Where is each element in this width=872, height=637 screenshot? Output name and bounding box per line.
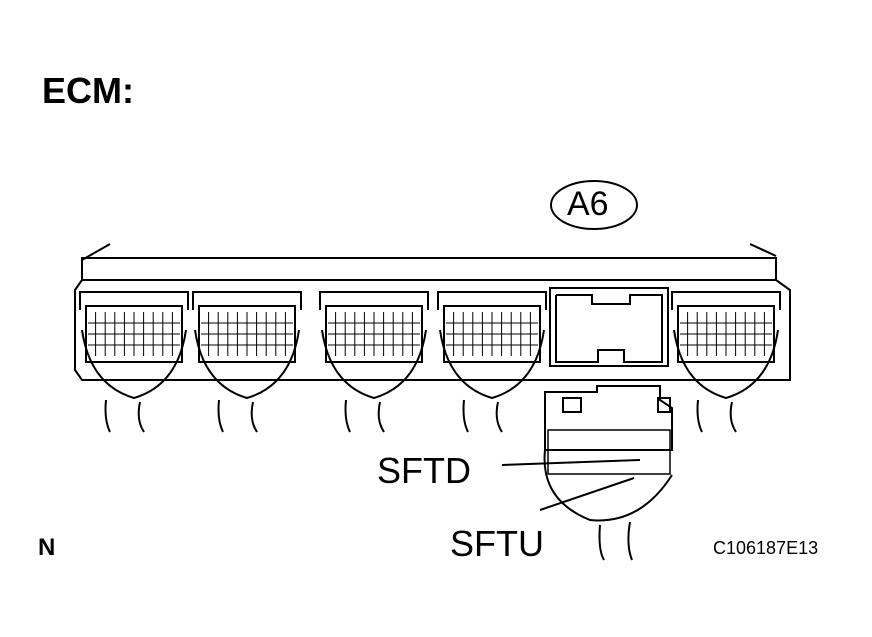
connector-5: [671, 291, 781, 433]
orientation-mark: N: [38, 534, 56, 561]
sftd-leader-line: [501, 459, 641, 466]
sftu-leader-line: [539, 477, 635, 511]
figure-code: C106187E13: [713, 538, 819, 558]
pin-label-sftd: SFTD: [377, 450, 471, 491]
pin-grid: [328, 312, 420, 356]
pin-grid: [680, 312, 772, 356]
pin-grid: [201, 312, 293, 356]
ecm-connectors: [79, 287, 781, 433]
connector-1: [79, 291, 189, 433]
pin-grid: [446, 312, 538, 356]
connector-4: [437, 291, 547, 433]
connector-2: [192, 291, 302, 433]
pin-grid: [88, 312, 180, 356]
ecm-housing: [74, 243, 791, 381]
connector-id-label: A6: [567, 185, 609, 223]
connector-callout-bubble: [550, 180, 638, 230]
pin-label-sftu: SFTU: [450, 523, 544, 564]
connector-a6: [549, 287, 669, 367]
connector-3: [319, 291, 429, 433]
a6-mating-plug: [543, 385, 673, 561]
diagram-title: ECM:: [42, 70, 134, 111]
